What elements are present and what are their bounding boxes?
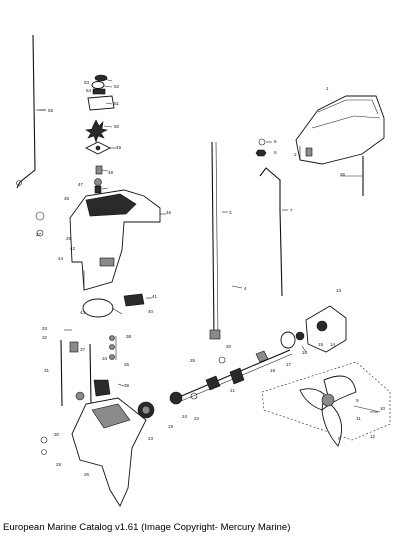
callout-23: 23 (148, 436, 154, 441)
callout-42: 42 (70, 246, 76, 251)
callout-24: 24 (182, 414, 188, 419)
screw-4 (231, 285, 243, 289)
image-caption: European Marine Catalog v1.61 (Image Cop… (3, 522, 291, 533)
exploded-parts-diagram: 1 2 3 4 5 6 7 8 9 10 11 12 13 14 15 16 1… (16, 34, 391, 507)
o-ring-17 (280, 331, 296, 349)
callout-33: 33 (42, 326, 48, 331)
callout-16: 16 (302, 350, 308, 355)
callout-15: 15 (318, 342, 324, 347)
gasket-43 (82, 298, 114, 318)
water-pump-stack (84, 74, 115, 194)
callout-2: 2 (294, 152, 297, 157)
callout-4: 4 (244, 286, 247, 291)
callout-34: 34 (102, 356, 108, 361)
callout-3: 3 (229, 210, 232, 215)
callout-43: 43 (80, 310, 86, 315)
callout-14: 14 (330, 342, 336, 347)
callout-50: 50 (114, 124, 120, 129)
gear-case-lower (71, 397, 147, 507)
callout-35: 35 (124, 362, 130, 367)
shift-rod-7 (259, 167, 283, 297)
callout-49: 49 (116, 145, 122, 150)
callout-10: 10 (380, 406, 386, 411)
callout-54: 54 (86, 88, 92, 93)
cowl-housing-1 (295, 95, 385, 165)
callout-48: 48 (108, 170, 114, 175)
callout-18: 18 (270, 368, 276, 373)
washer-5 (258, 138, 266, 146)
bearing-carrier-13 (295, 305, 347, 353)
callout-53: 53 (84, 80, 90, 85)
callout-45: 45 (64, 196, 70, 201)
callout-28: 28 (56, 462, 62, 467)
callout-37: 37 (80, 347, 86, 352)
callout-25: 25 (190, 358, 196, 363)
callout-11: 11 (356, 416, 361, 421)
callout-44: 44 (58, 256, 64, 261)
callout-52: 52 (114, 84, 120, 89)
callout-17: 17 (286, 362, 292, 367)
callout-39: 39 (124, 383, 130, 388)
callout-5: 5 (274, 139, 277, 144)
callout-21: 21 (230, 388, 236, 393)
callout-20: 20 (226, 344, 232, 349)
callout-7: 7 (290, 208, 293, 213)
callout-12: 12 (370, 434, 376, 439)
callout-13: 13 (336, 288, 342, 293)
callout-6: 6 (274, 150, 277, 155)
callout-8: 8 (338, 436, 341, 441)
callout-47: 47 (78, 182, 84, 187)
callout-32: 32 (42, 335, 48, 340)
callout-labels: 1 2 3 4 5 6 7 8 9 10 11 12 13 14 15 16 1… (36, 80, 386, 477)
drive-shaft-3 (209, 141, 221, 340)
propeller-8 (299, 375, 381, 447)
callout-19: 19 (168, 424, 174, 429)
plug-32 (305, 147, 313, 157)
callout-27: 27 (36, 232, 42, 237)
callout-40: 40 (148, 309, 154, 314)
callout-1: 1 (326, 86, 329, 91)
gear-housing-upper (69, 189, 161, 291)
callout-51: 51 (114, 101, 120, 106)
callout-26: 26 (84, 472, 90, 477)
leader-lines (39, 78, 378, 413)
callout-55: 55 (48, 108, 54, 113)
callout-22: 22 (194, 416, 200, 421)
propeller-shaft-assembly (137, 349, 293, 419)
studs-and-hardware-left (35, 211, 117, 455)
callout-9: 9 (356, 398, 359, 403)
callout-36: 36 (340, 172, 346, 177)
callout-46: 46 (166, 210, 172, 215)
callout-29: 29 (66, 236, 72, 241)
callout-31: 31 (44, 368, 50, 373)
bracket-41 (123, 293, 145, 307)
callout-30: 30 (54, 432, 60, 437)
control-rod-55 (16, 34, 46, 189)
nut-6 (255, 149, 267, 157)
prop-group-outline (261, 361, 391, 441)
callout-38: 38 (126, 334, 132, 339)
callout-41: 41 (152, 294, 158, 299)
